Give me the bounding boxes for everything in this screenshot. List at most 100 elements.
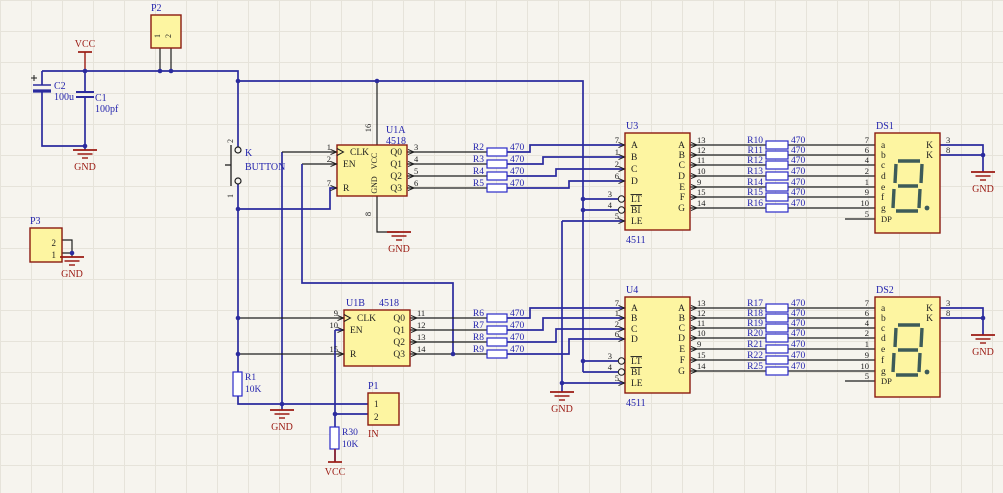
resistor-body[interactable] xyxy=(486,147,508,157)
resistor-body[interactable] xyxy=(486,159,508,169)
resistor-body[interactable] xyxy=(765,344,789,354)
resistor-body[interactable] xyxy=(765,140,789,150)
power-vcc[interactable]: VCC xyxy=(75,39,96,71)
display-body[interactable] xyxy=(874,296,941,398)
resistor-body[interactable] xyxy=(765,160,789,170)
pin-arrow-icon xyxy=(337,326,345,334)
resistor-body[interactable] xyxy=(486,183,508,193)
wire[interactable] xyxy=(376,196,399,233)
wire[interactable] xyxy=(238,187,337,210)
resistor-body[interactable] xyxy=(486,349,508,359)
resistor-body[interactable] xyxy=(765,203,789,213)
resistor-body[interactable] xyxy=(765,192,789,202)
wire[interactable] xyxy=(62,239,73,253)
wire[interactable] xyxy=(507,317,624,331)
power-gnd[interactable]: GND xyxy=(550,391,574,415)
wire[interactable] xyxy=(507,144,624,153)
resistor-value: 470 xyxy=(791,136,806,146)
ic-body[interactable] xyxy=(624,296,691,394)
ic-u4[interactable]: U44511A7B1C2D6LT3BI4LE5A13B12C11D10E9F15… xyxy=(608,285,707,409)
wire[interactable] xyxy=(940,144,984,172)
ic-body[interactable] xyxy=(336,144,408,197)
pin-number: 15 xyxy=(697,187,706,197)
resistor-body[interactable] xyxy=(765,182,789,192)
pin-number: 15 xyxy=(697,350,706,360)
power-gnd[interactable]: GND xyxy=(971,334,995,358)
resistor-body[interactable] xyxy=(486,313,508,323)
display-body[interactable] xyxy=(874,132,941,234)
resistor-body[interactable] xyxy=(765,303,789,313)
ic-body[interactable] xyxy=(624,132,691,231)
wire[interactable] xyxy=(507,156,624,165)
connector-body[interactable] xyxy=(367,392,400,426)
resistor-body[interactable] xyxy=(765,355,789,365)
power-gnd[interactable]: GND xyxy=(60,256,84,280)
resistor-body[interactable] xyxy=(765,313,789,323)
wire[interactable] xyxy=(940,307,984,335)
resistor-body[interactable] xyxy=(765,366,789,376)
wire[interactable] xyxy=(507,338,624,355)
power-gnd[interactable]: GND xyxy=(971,171,995,195)
connector-body[interactable] xyxy=(29,227,63,263)
wire[interactable] xyxy=(41,91,85,147)
wire[interactable] xyxy=(507,307,624,319)
wire[interactable] xyxy=(507,168,624,177)
power-gnd[interactable]: GND xyxy=(73,149,97,173)
power-vcc[interactable]: VCC xyxy=(325,449,346,478)
resistor-body[interactable] xyxy=(486,337,508,347)
wire[interactable] xyxy=(237,396,368,405)
resistor-body[interactable] xyxy=(765,323,789,333)
pin-number: 14 xyxy=(417,344,426,354)
resistor-body[interactable] xyxy=(232,371,243,397)
pin-number: 10 xyxy=(861,361,870,371)
wire[interactable] xyxy=(507,328,624,343)
pin-arrow-icon xyxy=(330,148,338,156)
power-gnd[interactable]: GND xyxy=(270,409,294,433)
resistor-body[interactable] xyxy=(765,333,789,343)
ic-body[interactable] xyxy=(343,309,411,367)
resistor-body[interactable] xyxy=(486,171,508,181)
resistor-body[interactable] xyxy=(329,426,340,450)
resistor-body[interactable] xyxy=(486,325,508,335)
wire[interactable] xyxy=(507,180,624,189)
connector-body[interactable] xyxy=(150,14,182,49)
resistor-body[interactable] xyxy=(765,171,789,181)
ic-u3[interactable]: U34511A7B1C2D6LT3BI4LE5A13B12C11D10E9F15… xyxy=(608,121,707,246)
resistor-body[interactable] xyxy=(765,150,789,160)
power-gnd[interactable]: GND xyxy=(387,231,411,255)
